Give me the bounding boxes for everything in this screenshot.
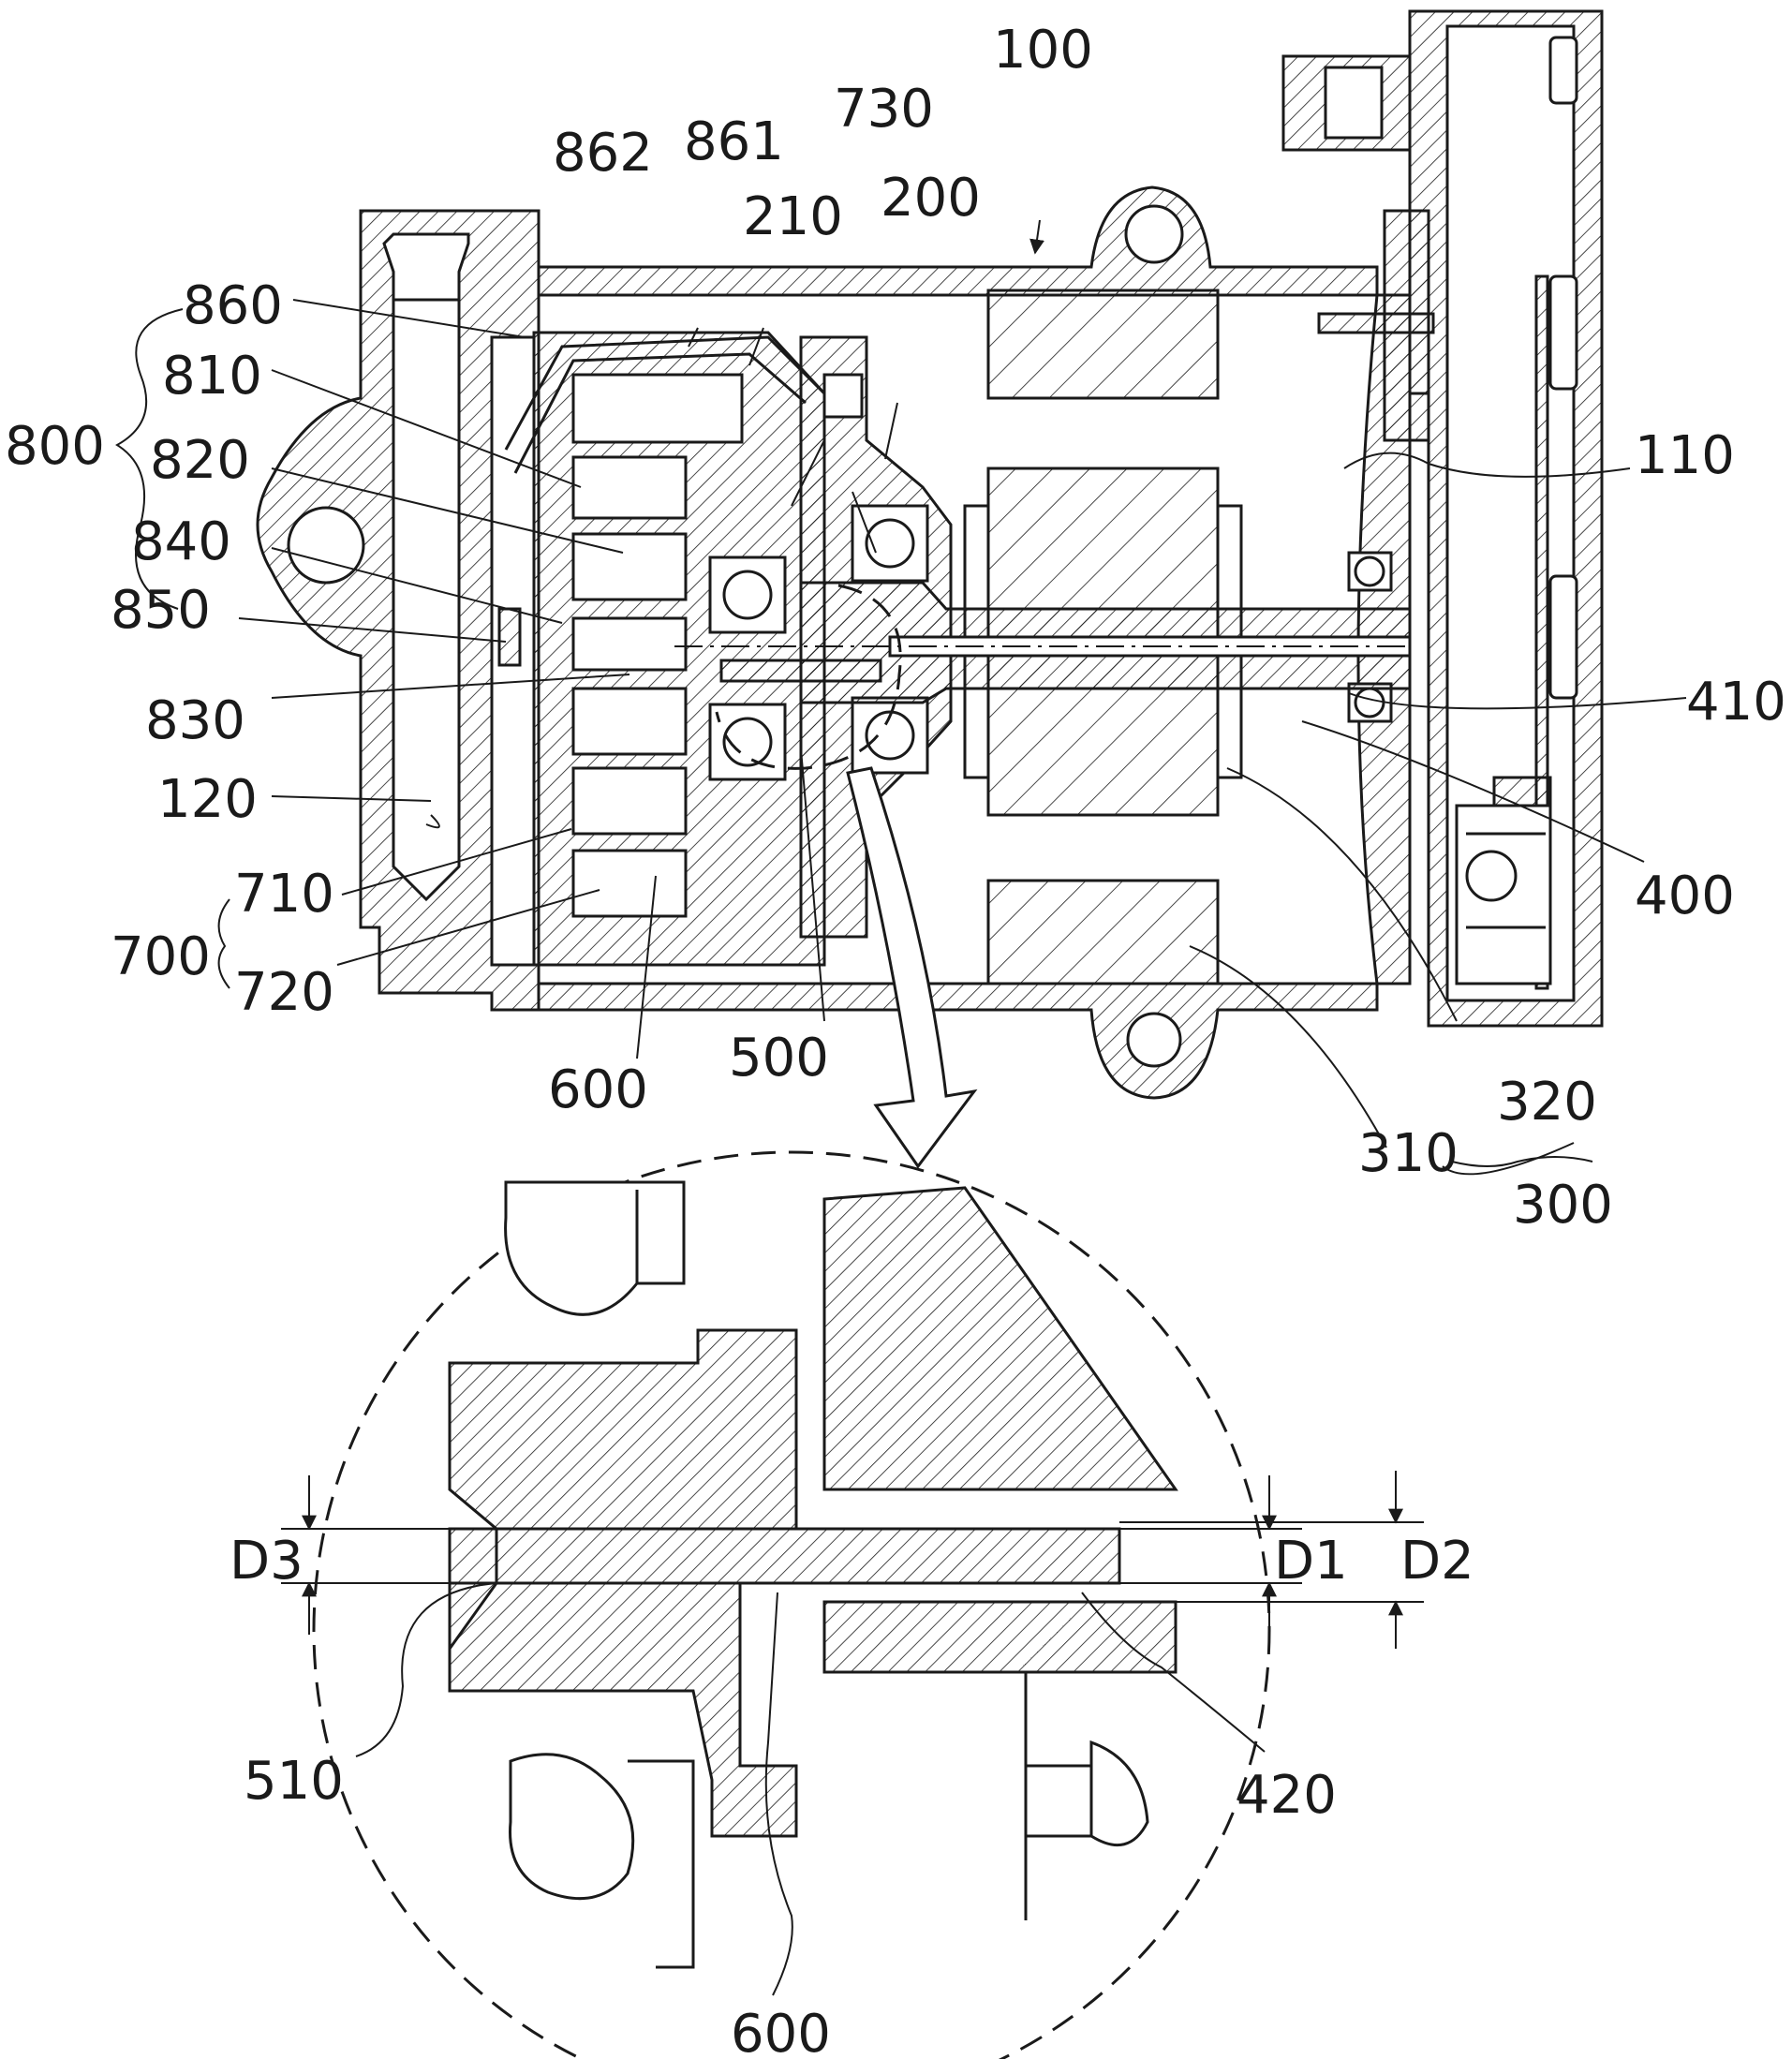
label-510: 510	[244, 1751, 344, 1812]
housing	[537, 9, 1604, 1100]
detail-marker	[715, 584, 902, 770]
detail-arrow	[846, 766, 978, 1169]
label-d2: D2	[1400, 1531, 1474, 1592]
label-861: 861	[684, 111, 784, 172]
label-860: 860	[183, 275, 283, 336]
label-600: 600	[548, 1059, 648, 1120]
label-120: 120	[157, 769, 258, 830]
label-320: 320	[1497, 1072, 1597, 1133]
label-710: 710	[234, 864, 334, 925]
label-862: 862	[553, 123, 653, 184]
label-850: 850	[111, 580, 211, 641]
part-labels: 100 730 861 862 210 200 860 810 800 820 …	[5, 20, 1786, 2059]
label-310: 310	[1358, 1123, 1459, 1184]
label-420: 420	[1237, 1765, 1337, 1826]
label-400: 400	[1635, 866, 1735, 926]
pump-housing	[256, 209, 541, 1012]
label-410: 410	[1686, 672, 1786, 733]
label-110: 110	[1635, 425, 1735, 486]
label-700: 700	[111, 926, 211, 987]
label-500: 500	[729, 1028, 829, 1089]
label-100: 100	[993, 20, 1093, 81]
label-d1: D1	[1274, 1531, 1348, 1592]
label-210: 210	[743, 186, 843, 247]
label-820: 820	[150, 430, 250, 491]
label-300: 300	[1513, 1175, 1613, 1236]
label-600-detail: 600	[731, 2004, 831, 2059]
label-810: 810	[162, 346, 262, 407]
label-800: 800	[5, 416, 105, 477]
group-brackets	[115, 308, 1593, 1167]
leader-lines	[238, 219, 1687, 1176]
label-830: 830	[145, 690, 245, 751]
detail-view	[281, 1150, 1424, 2059]
label-720: 720	[234, 962, 334, 1023]
label-840: 840	[131, 511, 231, 572]
shaft	[674, 581, 1412, 704]
label-730: 730	[834, 79, 934, 140]
label-200: 200	[881, 168, 981, 229]
label-d3: D3	[230, 1531, 304, 1592]
oil-pump	[497, 331, 826, 967]
